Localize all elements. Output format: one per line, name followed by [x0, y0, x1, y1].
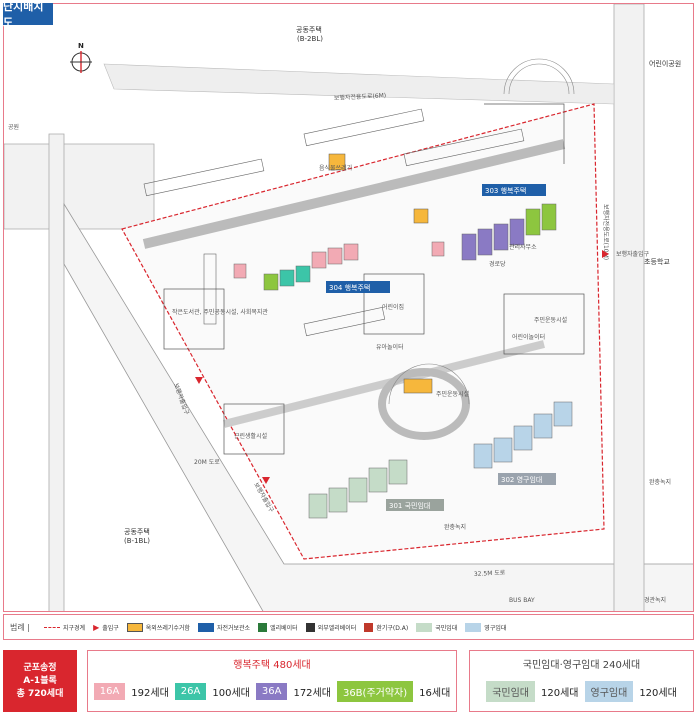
label-community-center: 주민운동시설 [534, 316, 567, 324]
happy-housing-heading: 행복주택 480세대 [233, 660, 311, 671]
label-road-32m: 32.5M 도로 [474, 569, 506, 578]
label-playground2: 유아놀이터 [376, 343, 404, 351]
legend-bar: 범례 | 지구경계 ▶ 출입구 옥외쓰레기수거함 자전거보관소 엘리베이터 외부… [3, 614, 694, 640]
building-304[interactable] [233, 243, 359, 291]
compass-label: N [78, 42, 84, 50]
label-bottom-housing-block: (B-1BL) [124, 537, 150, 545]
chip-16a: 16A [93, 683, 126, 700]
label-management: 관리사무소 [509, 243, 537, 251]
svg-text:302 영구임대: 302 영구임대 [501, 475, 542, 484]
legend-title: 범례 | [10, 622, 30, 632]
entrance-arrow-icon [602, 250, 609, 258]
label-kindergarten-park: 어린이공원 [649, 59, 681, 68]
count-36a: 172세대 [293, 688, 331, 699]
label-library: 작은도서관, 주민공동시설, 사회복지관 [172, 308, 268, 316]
rental-heading: 국민임대·영구임대 240세대 [522, 660, 641, 671]
bicycle-icon [197, 622, 214, 632]
legend-item-boundary: 지구경계 [43, 623, 85, 632]
count-permanent-rental: 120세대 [639, 688, 677, 699]
svg-text:301 국민임대: 301 국민임대 [389, 501, 430, 510]
label-walk-road-top: 보행자전용도로(6M) [334, 91, 387, 102]
building-303[interactable] [431, 203, 557, 261]
legend-item-public-rental: 국민임대 [416, 622, 457, 632]
label-landscape-green: 경관녹지 [644, 596, 666, 604]
entrance-arrow-icon: ▶ [93, 622, 100, 632]
entrance-arrow-icon [195, 377, 203, 384]
label-walk-entrance-right: 보행자출입구 [616, 250, 650, 258]
label-park-left: 공원 [8, 123, 19, 131]
north-compass-icon: N [70, 42, 92, 73]
vent-icon [364, 622, 374, 632]
building-301[interactable] [308, 459, 408, 519]
chip-36a: 36A [255, 683, 288, 700]
summary-happy-housing: 행복주택 480세대 16A 192세대 26A 100세대 36A 172세대… [87, 650, 457, 712]
summary-total: 군포송정 A-1블록 총 720세대 [3, 650, 77, 712]
legend-item-bicycle: 자전거보관소 [197, 622, 250, 632]
waste-bin-icon [328, 153, 346, 171]
elevator-icon [258, 622, 268, 632]
label-daycare: 어린이집 [382, 303, 404, 311]
entrance-arrow-icon [262, 477, 270, 484]
legend-item-waste: 옥외쓰레기수거함 [126, 622, 190, 632]
chip-36b: 36B(주거약자) [336, 681, 414, 702]
label-playground: 어린이놀이터 [512, 333, 545, 341]
label-walk-road-right: 보행자전용도로(10M) [602, 204, 610, 260]
site-plan-svg: N 공동주택 (B-2BL) 어린이공원 초등학교 공원 보행자전용도로(6M)… [4, 4, 693, 611]
tag-304: 304 행복주택 [326, 281, 390, 293]
count-public-rental: 120세대 [541, 688, 579, 699]
public-rental-swatch [416, 622, 433, 632]
label-green-slope: 완충녹지 [444, 523, 466, 531]
tag-301: 301 국민임대 [386, 499, 444, 511]
count-36b: 16세대 [419, 688, 451, 699]
chip-permanent-rental: 영구임대 [584, 681, 634, 702]
legend-item-vent: 환기구(D.A) [364, 622, 408, 632]
waste-bin-icon [403, 378, 433, 394]
label-green-right: 완충녹지 [649, 478, 671, 486]
waste-bin-icon [413, 208, 429, 224]
building-302[interactable] [473, 401, 573, 469]
label-senior-center: 경로당 [489, 260, 506, 268]
waste-bin-icon [126, 622, 143, 632]
external-elevator-icon [305, 622, 315, 632]
chip-26a: 26A [174, 683, 207, 700]
label-neighborhood: 근린생활시설 [234, 432, 267, 440]
label-road-20m: 20M 도로 [194, 459, 220, 466]
tag-303: 303 행복주택 [482, 184, 546, 196]
legend-item-permanent-rental: 영구임대 [465, 622, 506, 632]
boundary-icon [43, 626, 60, 628]
legend-item-ext-elevator: 외부엘리베이터 [305, 622, 356, 632]
label-community-center2: 주민운동시설 [436, 390, 469, 398]
page-title: 단지배치도 [3, 0, 53, 29]
site-plan-map: N 공동주택 (B-2BL) 어린이공원 초등학교 공원 보행자전용도로(6M)… [3, 3, 694, 612]
label-elementary: 초등학교 [644, 257, 670, 266]
permanent-rental-swatch [465, 622, 482, 632]
summary-panel: 군포송정 A-1블록 총 720세대 행복주택 480세대 16A 192세대 … [3, 646, 694, 712]
label-top-housing-block: (B-2BL) [297, 35, 323, 43]
tag-302: 302 영구임대 [498, 473, 556, 485]
summary-rental: 국민임대·영구임대 240세대 국민임대 120세대 영구임대 120세대 [469, 650, 694, 712]
count-26a: 100세대 [212, 688, 250, 699]
legend-item-entrance: ▶ 출입구 [93, 622, 119, 632]
label-top-housing: 공동주택 [296, 25, 322, 34]
label-waste: 음식물쓰레기 [319, 164, 352, 172]
legend-item-elevator: 엘리베이터 [258, 622, 298, 632]
label-bus-bay: BUS BAY [509, 597, 535, 604]
label-bottom-housing: 공동주택 [124, 527, 150, 536]
svg-text:303 행복주택: 303 행복주택 [485, 186, 526, 195]
count-16a: 192세대 [131, 688, 169, 699]
chip-public-rental: 국민임대 [486, 681, 535, 702]
svg-text:304 행복주택: 304 행복주택 [329, 283, 370, 292]
